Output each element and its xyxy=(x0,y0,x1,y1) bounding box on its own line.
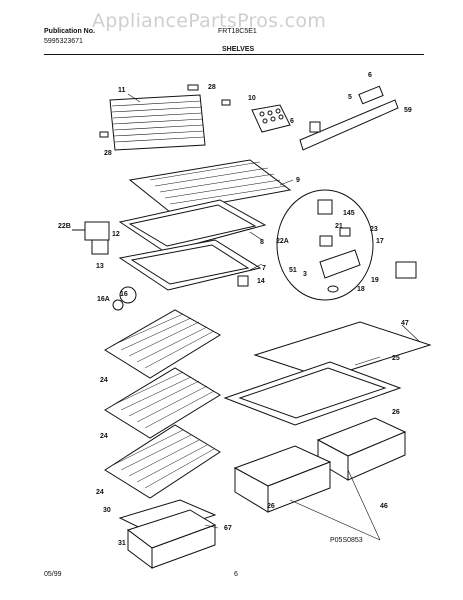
wire-shelf-24c xyxy=(104,424,221,499)
clip-14 xyxy=(237,275,249,287)
glass-shelf-9 xyxy=(128,159,292,213)
detail-circle xyxy=(276,189,374,301)
pan-31 xyxy=(126,509,217,569)
callout-6b: 6 xyxy=(368,72,372,79)
callout-47: 47 xyxy=(401,320,409,327)
callout-51: 51 xyxy=(289,267,297,274)
part-18 xyxy=(327,285,339,293)
model-number: FRT18C5E1 xyxy=(218,28,257,35)
callout-8: 8 xyxy=(260,239,264,246)
crisper-glass-47 xyxy=(253,321,432,379)
shelf-rail xyxy=(299,85,399,151)
callout-3: 3 xyxy=(303,271,307,278)
control-assembly xyxy=(72,221,110,255)
callout-11: 11 xyxy=(118,87,126,94)
shelf-support-28b xyxy=(99,131,109,138)
publication-number: 5995323671 xyxy=(44,38,83,45)
knob-16 xyxy=(112,286,137,311)
wire-shelf-top xyxy=(109,94,206,151)
callout-12: 12 xyxy=(112,231,120,238)
callout-9: 9 xyxy=(296,177,300,184)
diagram-code: P05S0853 xyxy=(330,537,363,544)
callout-24a: 24 xyxy=(100,377,108,384)
callout-21: 21 xyxy=(335,223,343,230)
crisper-drawer-left xyxy=(233,445,332,513)
callout-18: 18 xyxy=(357,286,365,293)
callout-67: 67 xyxy=(224,525,232,532)
callout-26a: 26 xyxy=(392,409,400,416)
section-title: SHELVES xyxy=(222,46,255,53)
callout-7: 7 xyxy=(262,265,266,272)
shelf-frame-8 xyxy=(118,199,267,253)
callout-13: 13 xyxy=(96,263,104,270)
shelf-frame-7 xyxy=(118,239,262,291)
watermark: AppliancePartsPros.com xyxy=(92,10,327,32)
callout-5: 5 xyxy=(348,94,352,101)
callout-17: 17 xyxy=(376,238,384,245)
callout-23: 23 xyxy=(370,226,378,233)
publication-label: Publication No. xyxy=(44,28,95,35)
callout-14: 14 xyxy=(257,278,265,285)
shelf-support-28c xyxy=(221,99,231,106)
callout-22b: 22B xyxy=(58,223,71,230)
shelf-support-28a xyxy=(187,84,199,91)
callout-30: 30 xyxy=(103,507,111,514)
callout-19: 19 xyxy=(371,277,379,284)
callout-16a: 16A xyxy=(97,296,110,303)
callout-24c: 24 xyxy=(96,489,104,496)
callout-22a: 22A xyxy=(276,238,289,245)
header-rule xyxy=(44,54,424,55)
callout-6a: 6 xyxy=(290,118,294,125)
callout-24b: 24 xyxy=(100,433,108,440)
wire-shelf-24b xyxy=(104,367,221,439)
callout-26b: 26 xyxy=(267,503,275,510)
callout-25: 25 xyxy=(392,355,400,362)
egg-tray xyxy=(251,104,291,133)
callout-59: 59 xyxy=(404,107,412,114)
light-socket xyxy=(395,261,417,279)
callout-31: 31 xyxy=(118,540,126,547)
wire-shelf-24a xyxy=(104,309,221,379)
callout-46: 46 xyxy=(380,503,388,510)
footer-date: 05/99 xyxy=(44,571,62,578)
page-number: 6 xyxy=(234,571,238,578)
crisper-frame-25 xyxy=(223,361,402,426)
callout-10: 10 xyxy=(248,95,256,102)
callout-145: 145 xyxy=(343,210,355,217)
callout-16: 16 xyxy=(120,291,128,298)
callout-28a: 28 xyxy=(208,84,216,91)
callout-28b: 28 xyxy=(104,150,112,157)
crisper-drawer-right xyxy=(316,417,407,481)
